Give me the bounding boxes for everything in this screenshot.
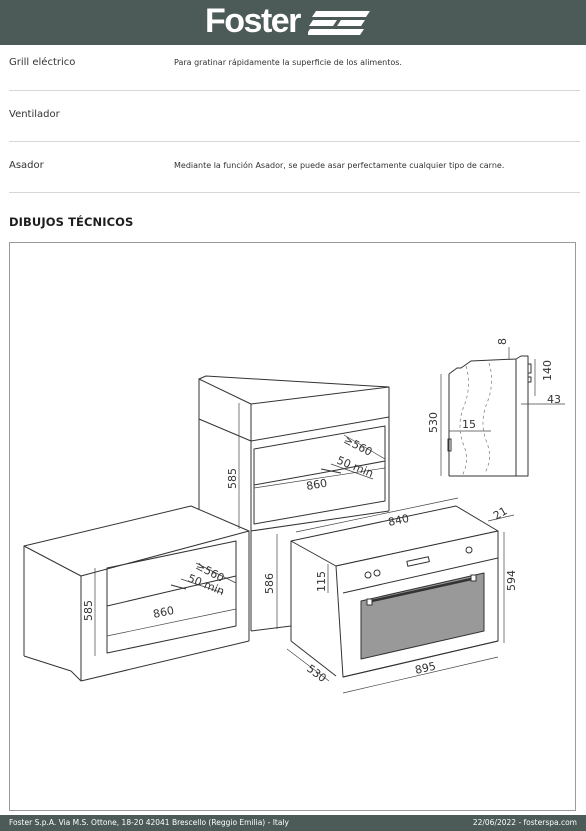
tall-unit-height-label: 585 xyxy=(226,468,239,489)
side-right-label: 43 xyxy=(547,393,561,406)
brand-logo: Foster xyxy=(205,2,370,40)
side-lip-label: 15 xyxy=(462,418,476,431)
tall-unit-gap-label: 50 min xyxy=(335,454,375,480)
brand-stripes-icon xyxy=(307,10,370,35)
section-title: DIBUJOS TÉCNICOS xyxy=(9,215,134,229)
oven-panel-label: 115 xyxy=(315,571,328,592)
feature-description: Para gratinar rápidamente la superficie … xyxy=(174,58,402,67)
technical-drawing: 585 860 ≥560 50 min 585 860 ≥560 50 min … xyxy=(9,242,576,811)
oven-width-label: 895 xyxy=(414,660,437,677)
tall-unit-width-label: 860 xyxy=(305,477,328,493)
brand-name: Foster xyxy=(205,2,301,40)
header-bar: Foster xyxy=(0,0,586,45)
low-unit-width-label: 860 xyxy=(152,604,175,621)
footer-address: Foster S.p.A. Via M.S. Ottone, 18-20 420… xyxy=(9,818,289,827)
cutout-height-label: 586 xyxy=(263,573,276,594)
oven-height-label: 594 xyxy=(505,570,518,591)
technical-drawing-svg: 585 860 ≥560 50 min 585 860 ≥560 50 min … xyxy=(23,338,565,694)
feature-row-fan: Ventilador xyxy=(9,91,580,142)
feature-row-rotisserie: Asador Mediante la función Asador, se pu… xyxy=(9,142,580,193)
footer-date-site: 22/06/2022 - fosterspa.com xyxy=(472,818,577,827)
footer-bar: Foster S.p.A. Via M.S. Ottone, 18-20 420… xyxy=(0,815,586,831)
feature-description: Mediante la función Asador, se puede asa… xyxy=(174,161,505,170)
side-height-label: 530 xyxy=(427,412,440,433)
tall-unit-depth-label: ≥560 xyxy=(342,433,375,459)
oven-side-label: 21 xyxy=(491,504,510,522)
side-top-label: 8 xyxy=(496,338,509,345)
oven-top-width-label: 840 xyxy=(387,512,410,529)
feature-label: Asador xyxy=(9,160,44,171)
feature-label: Grill eléctrico xyxy=(9,57,76,68)
low-unit-height-label: 585 xyxy=(82,600,95,621)
feature-label: Ventilador xyxy=(9,109,60,120)
oven-depth-label: 530 xyxy=(304,662,329,685)
side-top-right-label: 140 xyxy=(541,360,554,381)
feature-row-grill: Grill eléctrico Para gratinar rápidament… xyxy=(9,45,580,91)
